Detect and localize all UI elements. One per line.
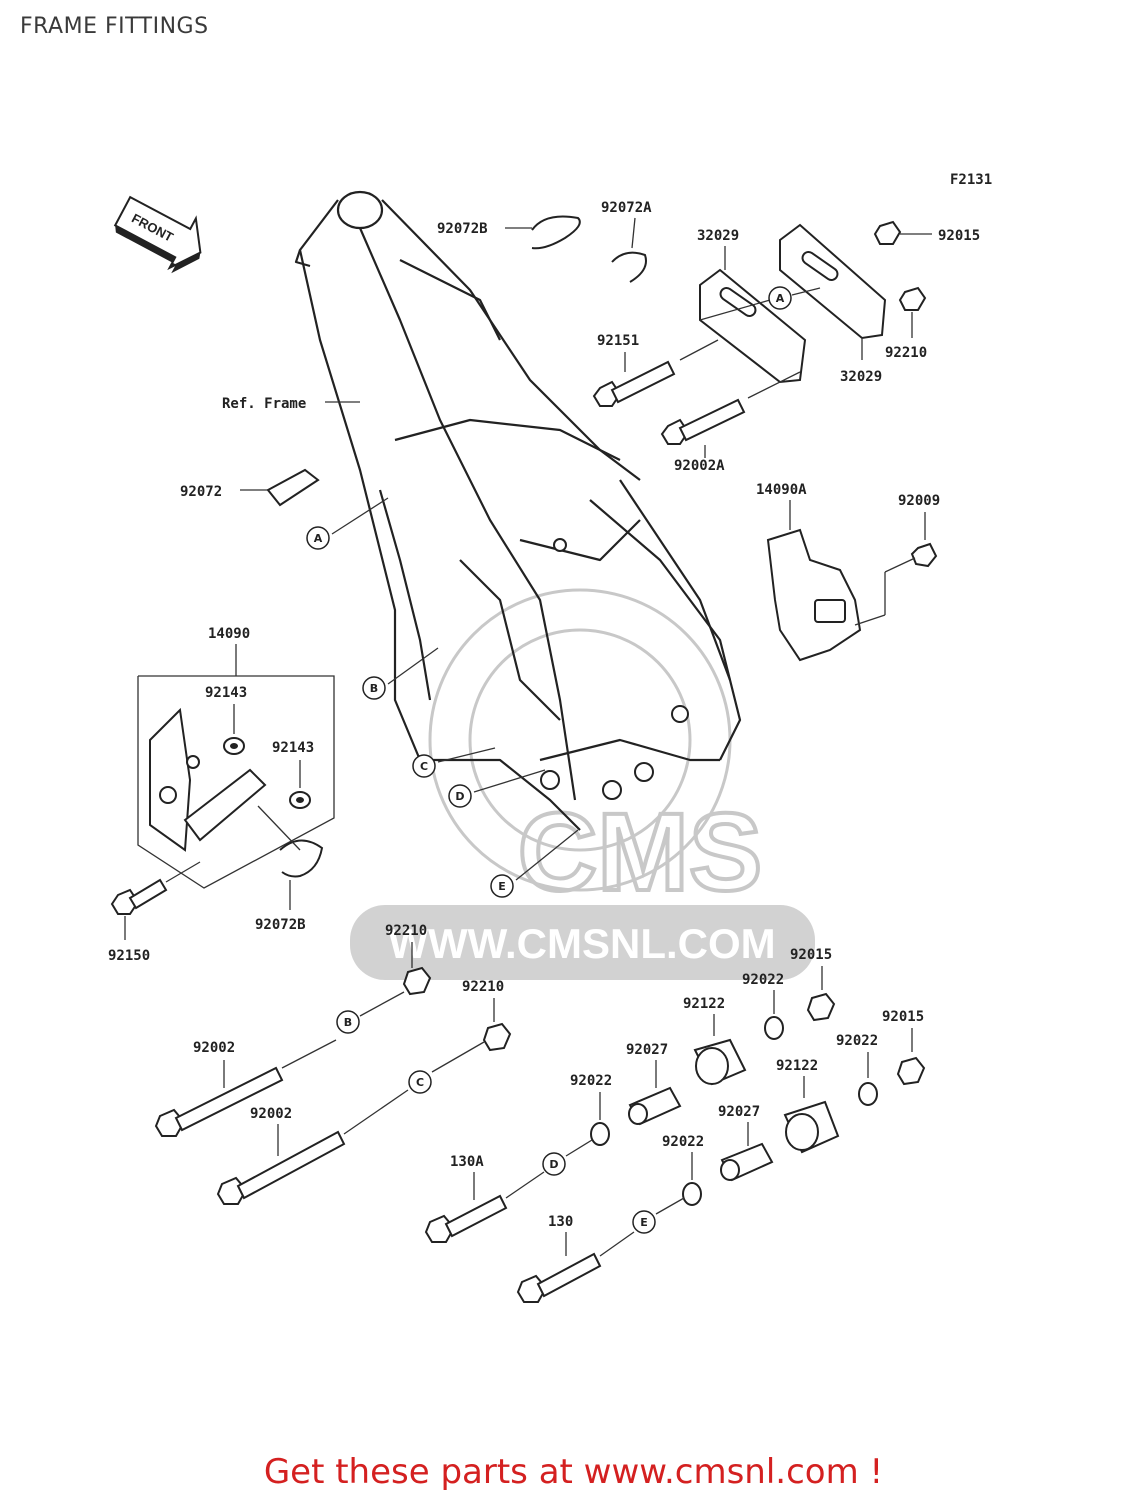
svg-text:A: A bbox=[314, 532, 323, 545]
svg-text:14090: 14090 bbox=[208, 626, 250, 642]
front-arrow-icon: FRONT bbox=[113, 195, 202, 274]
svg-text:D: D bbox=[455, 790, 464, 803]
svg-text:32029: 32029 bbox=[697, 228, 739, 244]
part-92009: 92009 bbox=[854, 493, 940, 626]
part-32029-bottom: 32029 bbox=[840, 338, 882, 385]
part-14090A: 14090A bbox=[756, 482, 862, 662]
svg-text:92143: 92143 bbox=[272, 740, 314, 756]
watermark-brand: CMS bbox=[518, 791, 762, 914]
svg-text:92015: 92015 bbox=[938, 228, 980, 244]
part-92143-a: 92143 bbox=[205, 685, 247, 755]
svg-text:130A: 130A bbox=[450, 1154, 484, 1170]
svg-text:92002: 92002 bbox=[250, 1106, 292, 1122]
page-title: FRAME FITTINGS bbox=[20, 14, 209, 39]
svg-text:B: B bbox=[344, 1016, 352, 1029]
callout-d-lower: D bbox=[542, 1152, 566, 1176]
motorcycle-frame bbox=[294, 190, 742, 831]
svg-text:92002A: 92002A bbox=[674, 458, 725, 474]
watermark-emblem-inner bbox=[468, 628, 692, 852]
part-130A: 130A bbox=[424, 1139, 593, 1243]
part-14090-kit: 14090 bbox=[137, 626, 335, 889]
part-92015-b: 92015 bbox=[882, 1009, 926, 1086]
part-32029-right bbox=[779, 223, 887, 340]
svg-text:E: E bbox=[640, 1216, 648, 1229]
callout-e-frame: E bbox=[490, 829, 579, 898]
part-92072A: 92072A bbox=[601, 200, 652, 283]
part-92027-a: 92027 bbox=[626, 1042, 682, 1126]
svg-text:92027: 92027 bbox=[626, 1042, 668, 1058]
svg-text:92022: 92022 bbox=[570, 1073, 612, 1089]
svg-text:92122: 92122 bbox=[776, 1058, 818, 1074]
callout-b-lower: B bbox=[336, 1010, 360, 1034]
svg-text:92022: 92022 bbox=[742, 972, 784, 988]
part-92015-top: 92015 bbox=[873, 220, 980, 245]
svg-text:92022: 92022 bbox=[836, 1033, 878, 1049]
svg-text:92122: 92122 bbox=[683, 996, 725, 1012]
svg-text:130: 130 bbox=[548, 1214, 573, 1230]
watermark-url: WWW.CMSNL.COM bbox=[388, 920, 775, 967]
svg-text:92210: 92210 bbox=[462, 979, 504, 995]
part-92151: 92151 bbox=[592, 333, 719, 407]
svg-text:92210: 92210 bbox=[385, 923, 427, 939]
part-92002A: 92002A bbox=[660, 371, 801, 474]
svg-text:C: C bbox=[420, 760, 428, 773]
part-92002-b: 92002 bbox=[216, 1041, 485, 1205]
footer-promo-link[interactable]: Get these parts at www.cmsnl.com ! bbox=[263, 1452, 884, 1492]
svg-text:B: B bbox=[370, 682, 378, 695]
svg-text:92027: 92027 bbox=[718, 1104, 760, 1120]
svg-text:E: E bbox=[498, 880, 506, 893]
part-92122-a: 92122 bbox=[683, 996, 747, 1086]
part-92072B-bottom: 92072B bbox=[255, 805, 324, 933]
ref-frame-label: Ref. Frame bbox=[222, 396, 306, 412]
svg-text:92072B: 92072B bbox=[255, 917, 306, 933]
part-92210-right: 92210 bbox=[885, 286, 927, 361]
part-92022-c: 92022 bbox=[570, 1073, 612, 1146]
svg-text:92015: 92015 bbox=[882, 1009, 924, 1025]
callout-e-lower: E bbox=[632, 1210, 656, 1234]
svg-text:92002: 92002 bbox=[193, 1040, 235, 1056]
part-92022-d: 92022 bbox=[662, 1134, 704, 1206]
part-92002-a: 92002 bbox=[154, 991, 405, 1137]
part-92072B-top: 92072B bbox=[437, 215, 581, 250]
part-92210-b: 92210 bbox=[462, 979, 512, 1052]
svg-text:C: C bbox=[416, 1076, 424, 1089]
watermark: CMS WWW.CMSNL.COM bbox=[350, 588, 815, 980]
part-92022-a: 92022 bbox=[742, 972, 784, 1040]
callout-a-frame: A bbox=[306, 497, 389, 550]
part-92122-b: 92122 bbox=[776, 1058, 840, 1154]
svg-text:A: A bbox=[776, 292, 785, 305]
part-92022-b: 92022 bbox=[836, 1033, 878, 1106]
part-92143-b: 92143 bbox=[272, 740, 314, 809]
svg-text:92072B: 92072B bbox=[437, 221, 488, 237]
svg-text:92151: 92151 bbox=[597, 333, 639, 349]
svg-text:92072: 92072 bbox=[180, 484, 222, 500]
part-92015-a: 92015 bbox=[790, 947, 836, 1022]
callout-b-frame: B bbox=[362, 647, 439, 700]
svg-text:92072A: 92072A bbox=[601, 200, 652, 216]
svg-text:92009: 92009 bbox=[898, 493, 940, 509]
svg-text:92143: 92143 bbox=[205, 685, 247, 701]
part-92210-a: 92210 bbox=[385, 923, 432, 996]
part-92027-b: 92027 bbox=[718, 1104, 774, 1182]
svg-text:92015: 92015 bbox=[790, 947, 832, 963]
part-130: 130 bbox=[516, 1197, 685, 1303]
svg-text:D: D bbox=[549, 1158, 558, 1171]
part-92150: 92150 bbox=[108, 861, 201, 964]
svg-text:92022: 92022 bbox=[662, 1134, 704, 1150]
figure-code: F2131 bbox=[950, 172, 992, 188]
svg-text:92210: 92210 bbox=[885, 345, 927, 361]
callout-c-lower: C bbox=[408, 1070, 432, 1094]
callout-a-top: A bbox=[699, 286, 821, 321]
callout-c-frame: C bbox=[412, 747, 496, 778]
svg-text:92150: 92150 bbox=[108, 948, 150, 964]
svg-text:32029: 32029 bbox=[840, 369, 882, 385]
part-92072: 92072 bbox=[180, 468, 320, 507]
watermark-url-band bbox=[350, 905, 815, 980]
callout-d-frame: D bbox=[448, 769, 546, 808]
svg-text:14090A: 14090A bbox=[756, 482, 807, 498]
